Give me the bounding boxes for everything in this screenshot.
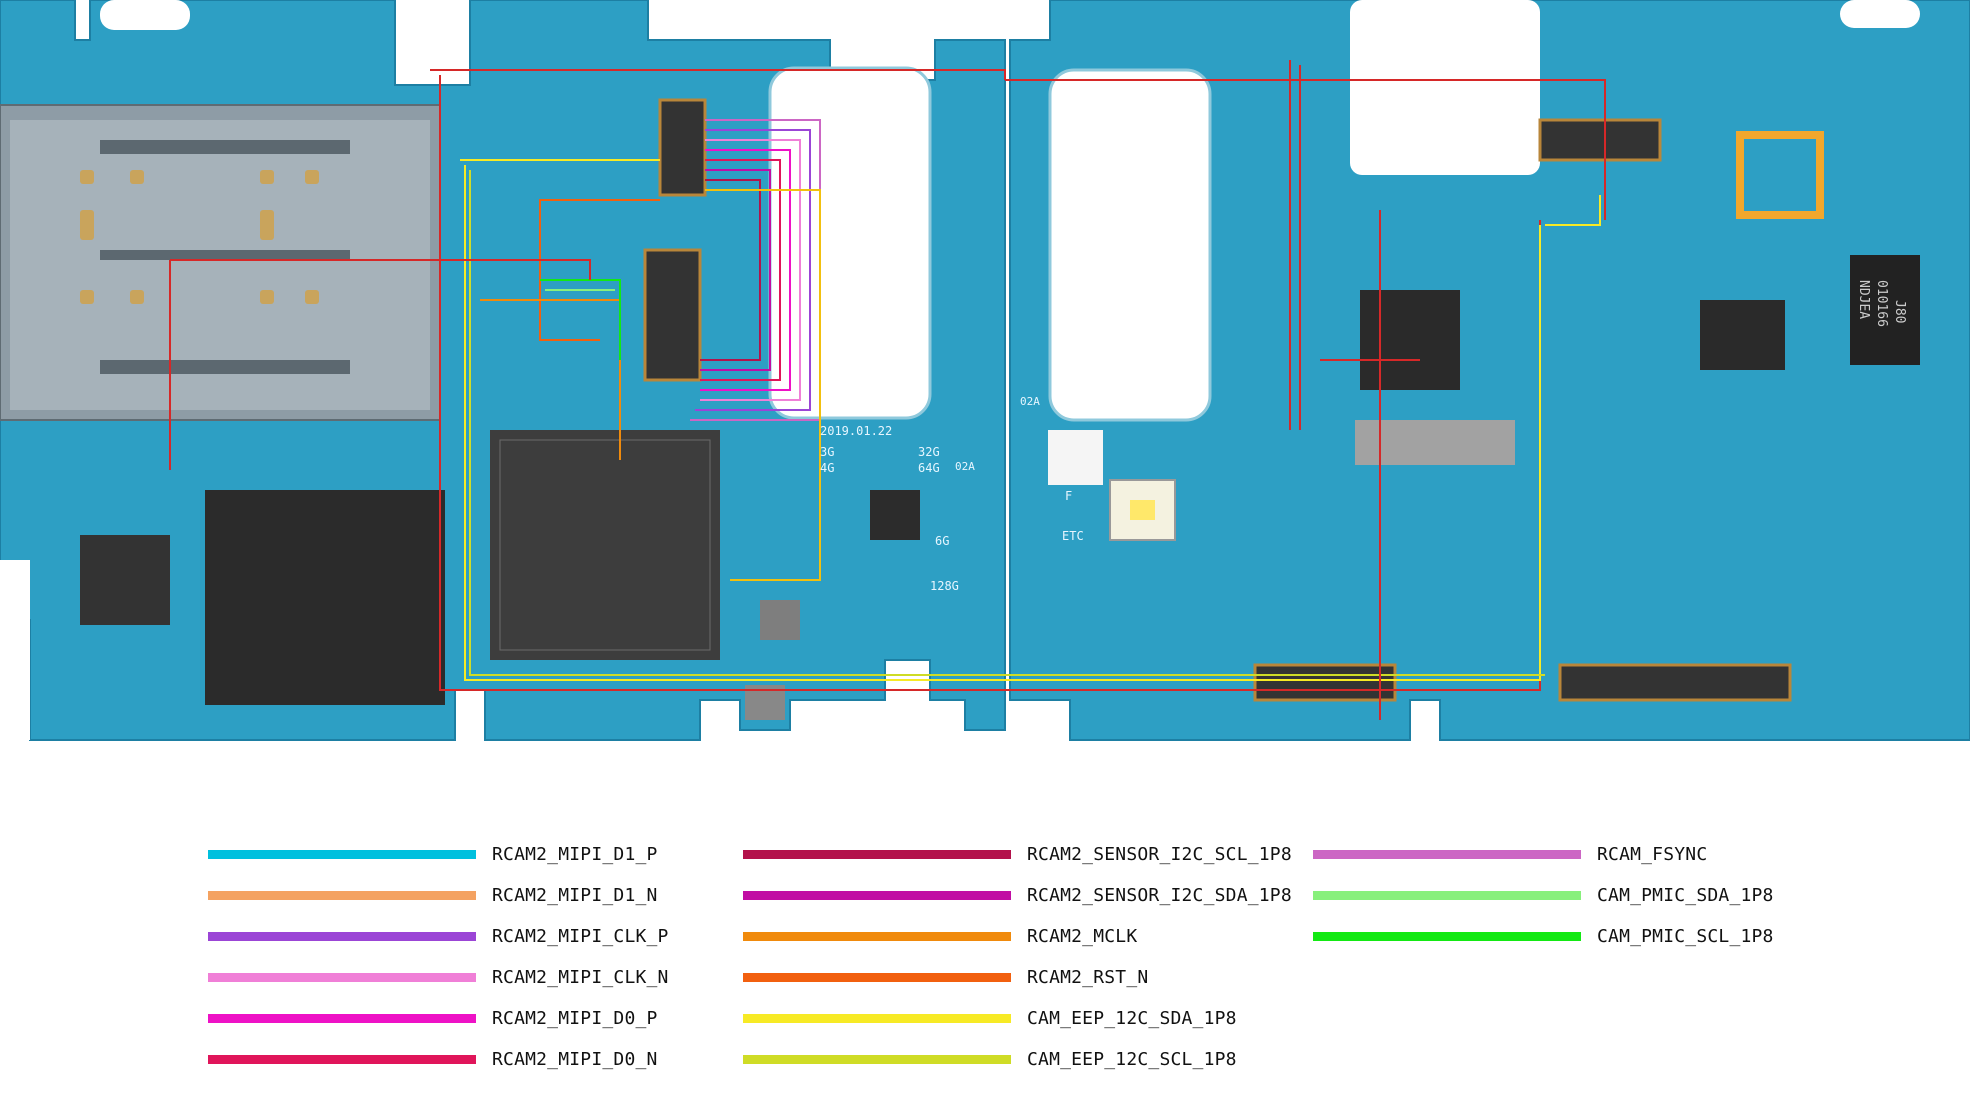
- sim-contacts: [80, 170, 319, 304]
- right-edge-hole: [1840, 0, 1920, 28]
- signal-legend: RCAM2_MIPI_D1_P RCAM2_MIPI_D1_N RCAM2_MIPI…: [0, 840, 1970, 1100]
- qr-code: [1048, 430, 1103, 485]
- legend-swatch: [208, 972, 476, 982]
- legend-item: CAM_EEP_12C_SCL_1P8: [743, 1045, 1237, 1073]
- ram-chip: [205, 490, 445, 705]
- connector-2: [643, 248, 702, 382]
- legend-label: RCAM2_MCLK: [1027, 925, 1138, 947]
- silk-mem-3g: 3G: [820, 445, 834, 459]
- right-connector-mid: [1253, 663, 1397, 702]
- silk-mem-4g: 4G: [820, 461, 834, 475]
- soc-chip: [490, 430, 720, 660]
- legend-swatch: [208, 849, 476, 859]
- flash-led: [1109, 479, 1176, 541]
- right-soc: [1360, 290, 1460, 390]
- sim-slots: [100, 140, 350, 374]
- small-chip-2: [760, 600, 800, 640]
- top-mid-hole: [905, 0, 995, 28]
- legend-swatch: [1313, 849, 1581, 859]
- legend-label: CAM_PMIC_SCL_1P8: [1597, 925, 1774, 947]
- legend-label: RCAM2_SENSOR_I2C_SCL_1P8: [1027, 843, 1292, 865]
- legend-swatch: [743, 1054, 1011, 1064]
- legend-swatch: [1313, 931, 1581, 941]
- chip-marking-mid: 010166: [1874, 280, 1889, 327]
- legend-label: CAM_EEP_12C_SCL_1P8: [1027, 1048, 1237, 1070]
- pcb-board-diagram: 2019.01.22 3G 4G 32G 64G 6G 128G 02A 02A…: [0, 0, 1970, 741]
- legend-item: RCAM2_MIPI_CLK_P: [208, 922, 669, 950]
- soc-bga: [499, 439, 711, 651]
- legend-item: CAM_PMIC_SCL_1P8: [1313, 922, 1774, 950]
- legend-label: CAM_EEP_12C_SDA_1P8: [1027, 1007, 1237, 1029]
- legend-swatch: [743, 849, 1011, 859]
- legend-item: CAM_EEP_12C_SDA_1P8: [743, 1004, 1237, 1032]
- logo-corner: [1736, 131, 1824, 219]
- top-left-hole: [100, 0, 190, 30]
- silk-mem-128g: 128G: [930, 579, 959, 593]
- legend-label: RCAM2_MIPI_D0_P: [492, 1007, 658, 1029]
- legend-label: RCAM2_MIPI_CLK_N: [492, 966, 669, 988]
- legend-item: RCAM2_MIPI_D0_P: [208, 1004, 658, 1032]
- chip-marking-bot: J80: [1892, 300, 1907, 323]
- legend-item: RCAM2_RST_N: [743, 963, 1148, 991]
- chip-marking-top: NDJEA: [1856, 280, 1871, 319]
- connector-1: [658, 98, 707, 197]
- legend-label: RCAM2_MIPI_CLK_P: [492, 925, 669, 947]
- legend-label: CAM_PMIC_SDA_1P8: [1597, 884, 1774, 906]
- legend-item: RCAM2_MIPI_D1_P: [208, 840, 658, 868]
- silk-rev2: 02A: [1020, 395, 1040, 408]
- legend-swatch: [743, 931, 1011, 941]
- legend-label: RCAM2_MIPI_D1_N: [492, 884, 658, 906]
- legend-swatch: [743, 972, 1011, 982]
- silk-rev: 02A: [955, 460, 975, 473]
- legend-item: RCAM2_MIPI_CLK_N: [208, 963, 669, 991]
- right-connector-bottom: [1558, 663, 1792, 702]
- right-cutout: [1048, 68, 1212, 422]
- left-bottom-notch: [0, 560, 30, 740]
- legend-label: RCAM_FSYNC: [1597, 843, 1708, 865]
- silk-mem-64g: 64G: [918, 461, 940, 475]
- silk-date: 2019.01.22: [820, 424, 892, 438]
- legend-swatch: [208, 1013, 476, 1023]
- legend-swatch: [208, 890, 476, 900]
- pmic-chip: [80, 535, 170, 625]
- legend-label: RCAM2_MIPI_D0_N: [492, 1048, 658, 1070]
- legend-swatch: [208, 1054, 476, 1064]
- legend-swatch: [743, 890, 1011, 900]
- right-connector-top: [1538, 118, 1662, 162]
- legend-item: RCAM2_MIPI_D1_N: [208, 881, 658, 909]
- legend-item: CAM_PMIC_SDA_1P8: [1313, 881, 1774, 909]
- silk-label-etc: ETC: [1062, 529, 1084, 543]
- flash-led-core: [1130, 500, 1155, 520]
- silk-label-f: F: [1065, 489, 1072, 503]
- top-right-cutout: [1350, 0, 1540, 175]
- caps-row: [1355, 420, 1515, 465]
- legend-item: RCAM2_MCLK: [743, 922, 1137, 950]
- legend-item: RCAM_FSYNC: [1313, 840, 1707, 868]
- legend-swatch: [1313, 890, 1581, 900]
- legend-item: RCAM2_SENSOR_I2C_SDA_1P8: [743, 881, 1292, 909]
- legend-swatch: [743, 1013, 1011, 1023]
- legend-item: RCAM2_MIPI_D0_N: [208, 1045, 658, 1073]
- silk-mem-6g: 6G: [935, 534, 949, 548]
- legend-label: RCAM2_MIPI_D1_P: [492, 843, 658, 865]
- legend-swatch: [208, 931, 476, 941]
- legend-item: RCAM2_SENSOR_I2C_SCL_1P8: [743, 840, 1292, 868]
- small-chip-1: [870, 490, 920, 540]
- right-chip-b: [1850, 255, 1920, 365]
- traces: [169, 60, 1606, 720]
- legend-label: RCAM2_RST_N: [1027, 966, 1149, 988]
- silk-mem-32g: 32G: [918, 445, 940, 459]
- right-board: [1009, 0, 1970, 741]
- legend-label: RCAM2_SENSOR_I2C_SDA_1P8: [1027, 884, 1292, 906]
- right-chip-a: [1700, 300, 1785, 370]
